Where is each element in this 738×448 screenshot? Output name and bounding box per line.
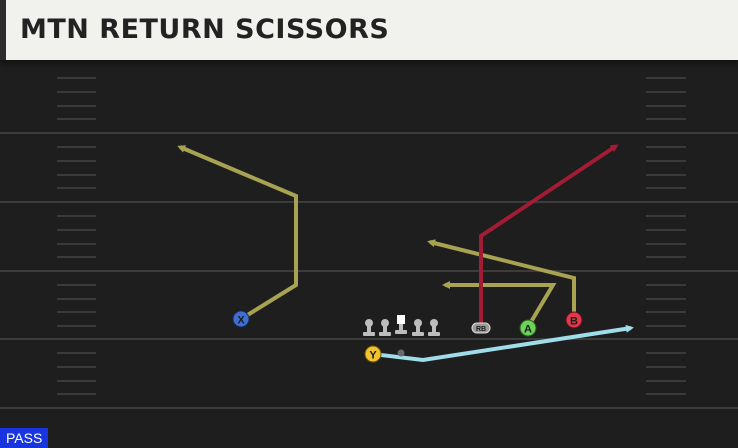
player-rb-label: RB bbox=[476, 326, 486, 333]
play-title: MTN RETURN SCISSORS bbox=[20, 14, 390, 45]
hash-marks-right bbox=[646, 77, 686, 395]
play-type-badge: PASS bbox=[0, 428, 49, 448]
lineman-icon bbox=[379, 319, 391, 336]
player-a-label: A bbox=[524, 324, 532, 336]
routes bbox=[177, 144, 634, 363]
lineman-icon bbox=[428, 319, 440, 336]
player-b-label: B bbox=[570, 316, 578, 328]
route-y bbox=[372, 324, 634, 363]
route-rb bbox=[479, 144, 619, 326]
title-accent bbox=[0, 0, 6, 60]
offensive-line bbox=[363, 315, 440, 357]
title-bar: MTN RETURN SCISSORS bbox=[0, 0, 738, 60]
player-x-label: X bbox=[237, 315, 245, 327]
yard-lines bbox=[0, 132, 738, 409]
player-y[interactable]: Y bbox=[364, 345, 382, 363]
lineman-icon bbox=[363, 319, 375, 336]
player-a[interactable]: A bbox=[519, 319, 537, 337]
route-b bbox=[427, 239, 576, 319]
field-background bbox=[0, 60, 738, 448]
hash-marks-left bbox=[57, 77, 96, 395]
route-x bbox=[177, 145, 298, 321]
player-rb[interactable]: RB bbox=[471, 322, 491, 334]
lineman-icon bbox=[412, 319, 424, 336]
play-field: X Y A B RB bbox=[0, 60, 738, 448]
player-y-label: Y bbox=[369, 350, 377, 362]
player-x[interactable]: X bbox=[232, 310, 250, 328]
quarterback-marker bbox=[397, 349, 405, 357]
player-b[interactable]: B bbox=[565, 311, 583, 329]
center-icon bbox=[395, 315, 407, 334]
